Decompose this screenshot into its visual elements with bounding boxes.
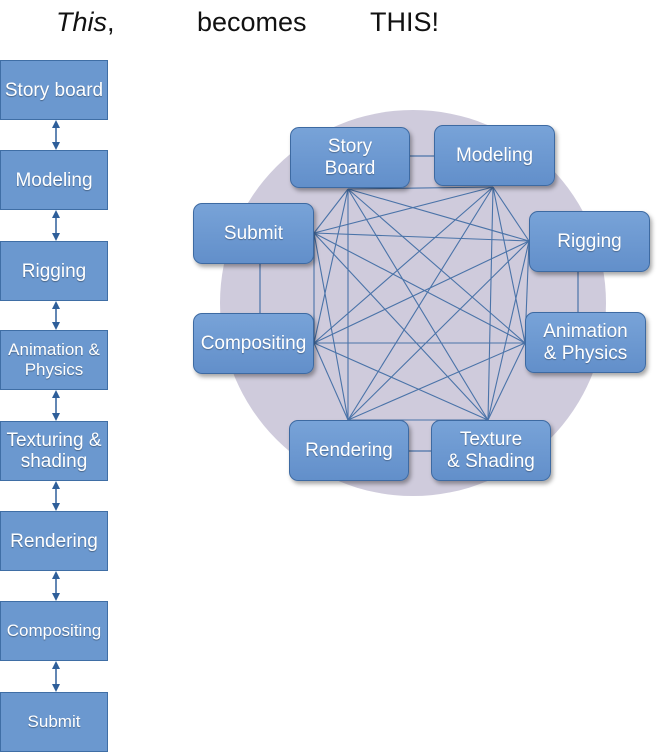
heading-this: This, [56,7,115,37]
mesh-connection-line [313,232,530,242]
mesh-connection-line [347,186,494,421]
mesh-connection-line [313,188,349,344]
mesh-connection-line [347,188,530,242]
mesh-connection-line [487,186,494,421]
pipeline-step-rigging: Rigging [0,241,108,301]
node-texture-shading: Texture & Shading [431,420,551,481]
node-story-board: Story Board [290,127,410,188]
mesh-connection-line [313,188,349,234]
mesh-connection-line [487,342,526,421]
pipeline-step-story-board: Story board [0,60,108,120]
mesh-connection-line [347,188,526,344]
node-rigging: Rigging [529,211,650,272]
mesh-connection-line [313,232,526,344]
node-submit: Submit [193,203,314,264]
mesh-connection-line [313,186,494,344]
mesh-connection-line [313,232,489,421]
mesh-connection-line [313,342,349,421]
mesh-connection-line [347,186,494,190]
node-animation-physics: Animation & Physics [525,312,646,373]
network-background-circle [220,110,606,496]
mesh-connection-line [313,240,530,344]
mesh-connection-line [313,342,489,421]
pipeline-step-texturing-shading: Texturing & shading [0,421,108,481]
heading-becomes: becomes [197,7,307,37]
mesh-connection-line [313,232,349,421]
node-modeling: Modeling [434,125,555,186]
pipeline-step-animation-physics: Animation & Physics [0,330,108,390]
network-mesh-lines [313,186,530,421]
pipeline-step-submit: Submit [0,692,108,752]
mesh-connection-line [347,188,489,421]
mesh-connection-line [492,186,530,242]
heading-this-caps: THIS! [370,7,440,37]
mesh-connection-line [313,186,494,234]
mesh-connection-line [487,240,530,421]
mesh-connection-line [347,342,526,421]
pipeline-step-modeling: Modeling [0,150,108,210]
mesh-connection-line [347,240,530,421]
pipeline-step-rendering: Rendering [0,511,108,571]
node-compositing: Compositing [193,313,314,374]
node-rendering: Rendering [289,420,409,481]
pipeline-step-compositing: Compositing [0,601,108,661]
mesh-connection-line [492,186,526,344]
